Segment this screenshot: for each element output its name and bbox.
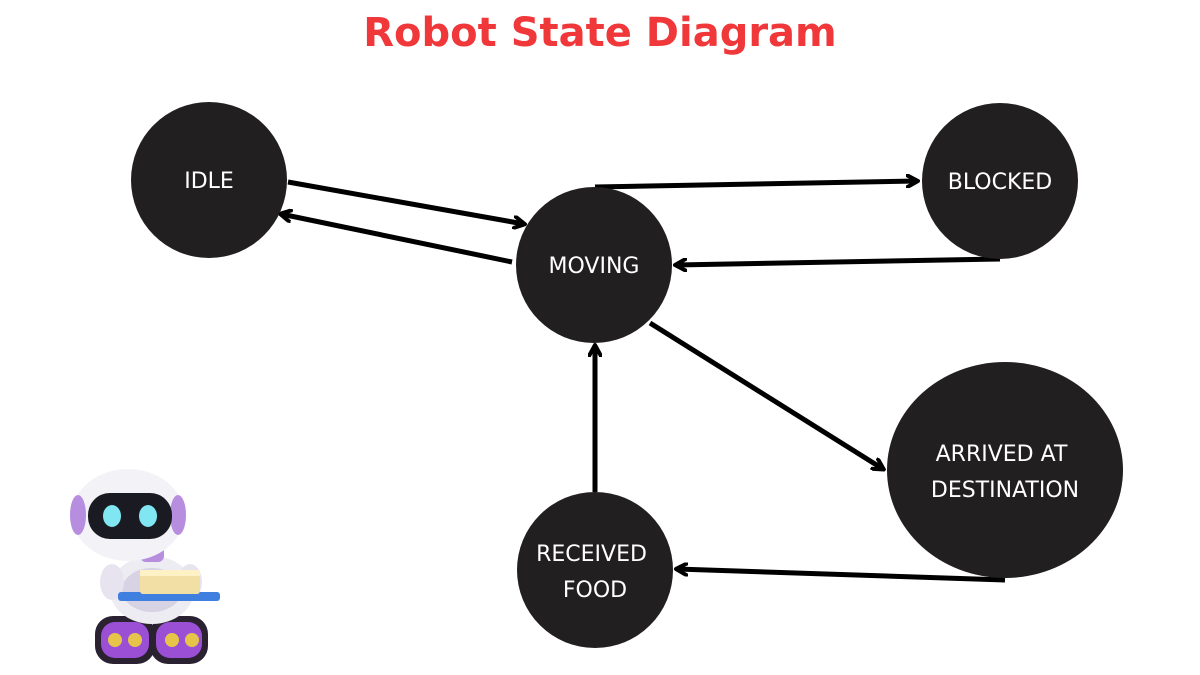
svg-text:ARRIVED AT DESTINATION: ARRIVED AT DESTINATION (931, 442, 1079, 503)
state-label-received-line-2: FOOD (563, 578, 627, 603)
edge-blocked-to-moving (676, 256, 1001, 265)
edge-moving-to-arrived (648, 320, 883, 469)
edge-idle-to-moving (287, 179, 524, 224)
state-label-idle: IDLE (184, 169, 234, 194)
page-title: Robot State Diagram (363, 10, 837, 56)
svg-text:RECEIVED FOOD: RECEIVED FOOD (536, 542, 654, 603)
state-node-moving: MOVING (516, 187, 672, 343)
state-node-idle: IDLE (131, 102, 287, 258)
state-label-arrived-line-2: DESTINATION (931, 478, 1079, 503)
svg-text:MOVING: MOVING (549, 254, 640, 279)
svg-text:IDLE: IDLE (184, 169, 234, 194)
edge-moving-to-blocked (594, 181, 917, 190)
state-label-received-line-1: RECEIVED (536, 542, 647, 567)
state-label-blocked: BLOCKED (948, 170, 1053, 195)
edge-arrived-to-received (677, 569, 1006, 583)
robot-waiter-icon (70, 469, 220, 664)
state-node-arrived-at-destination: ARRIVED AT DESTINATION (887, 362, 1123, 578)
state-node-received-food: RECEIVED FOOD (517, 492, 673, 648)
svg-text:BLOCKED: BLOCKED (948, 170, 1053, 195)
state-label-moving: MOVING (549, 254, 640, 279)
state-label-arrived-line-1: ARRIVED AT (936, 442, 1068, 467)
state-node-blocked: BLOCKED (922, 103, 1078, 259)
edge-moving-to-idle (281, 214, 513, 265)
